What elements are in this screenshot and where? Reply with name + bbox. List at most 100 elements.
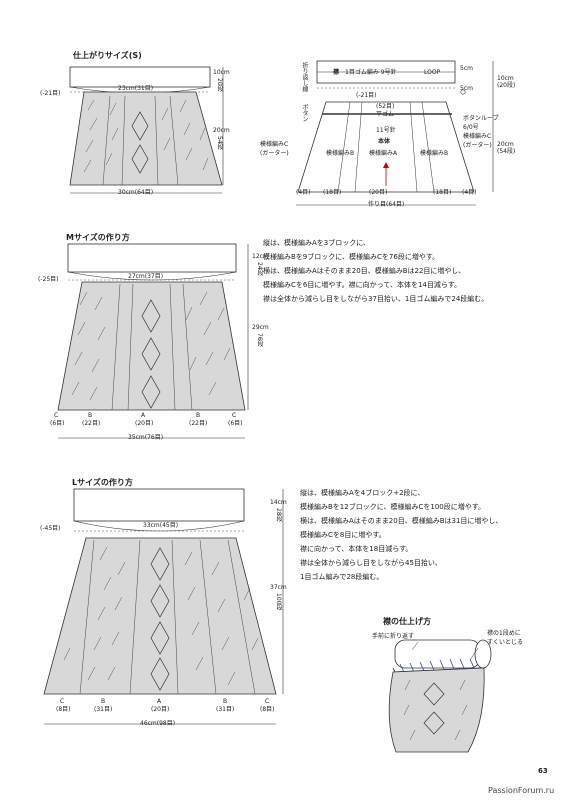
- l-col-letter: B: [101, 698, 106, 705]
- s-body-rows: 54段: [216, 136, 223, 150]
- m-body-rows: 76段: [256, 333, 263, 347]
- l-body-height: 37cm: [270, 584, 287, 591]
- schematic-height-20: 20cm: [497, 141, 514, 148]
- schematic-needle: 11号針: [376, 127, 396, 134]
- schematic-band-label: 襟: [333, 69, 340, 76]
- schematic-elastic: 平ゴム: [376, 111, 395, 118]
- schematic-rows-20: (20段): [497, 82, 516, 89]
- s-top-width: 23cm(31目): [118, 85, 154, 92]
- m-section-title: Mサイズの作り方: [66, 233, 130, 242]
- schematic-rows-54: (54段): [497, 148, 516, 155]
- schematic-button-loop: ボタンループ: [463, 115, 499, 122]
- m-col-letter: C: [232, 412, 237, 419]
- m-note-line: 縦は、模様編みAを3ブロックに、: [263, 239, 371, 247]
- m-decrease-label: (-25目): [38, 276, 59, 283]
- m-skirt-diagram: [57, 243, 249, 439]
- schematic-pattern-a: 模様編みA: [369, 150, 398, 157]
- s-section-title: 仕上がりサイズ(S): [73, 51, 142, 60]
- l-skirt-diagram: [43, 488, 284, 725]
- schematic-pattern-c-left: 模様編みC: [260, 141, 289, 148]
- s-band-rows: 20段: [216, 78, 223, 92]
- m-col-count: (20目): [135, 420, 154, 427]
- m-note-line: 模様編みCを6目に増やす。襟に向かって、本体を14目減らす。: [263, 281, 462, 289]
- l-col-count: (20目): [151, 706, 170, 713]
- finish-title: 襟の仕上げ方: [383, 617, 431, 626]
- s-bottom-width: 30cm(64目): [118, 189, 154, 196]
- schematic-garter-right: (ガーター): [463, 142, 492, 149]
- l-note-line: 模様編みCを8目に増やす。: [300, 531, 386, 539]
- m-band-rows: 24段: [256, 262, 263, 276]
- schematic-height-10: 10cm: [497, 75, 514, 82]
- l-col-letter: A: [157, 698, 162, 705]
- s-decrease-label: (-21目): [40, 90, 61, 97]
- schematic-count-b-left: (18目): [323, 189, 342, 196]
- m-col-letter: A: [141, 412, 146, 419]
- l-col-letter: C: [265, 698, 270, 705]
- l-col-count: (8目): [260, 706, 275, 713]
- l-note-line: 襟に向かって、本体を18目減らす。: [300, 545, 413, 553]
- finish-tip-line-2: すくいとじる: [487, 639, 524, 646]
- collar-finish-illustration: [388, 639, 492, 753]
- schematic-pattern-b-left: 模様編みB: [326, 150, 355, 157]
- l-note-line: 1目ゴム編みで28段編む。: [300, 573, 384, 581]
- schematic-stitches-52: (52目): [376, 103, 395, 110]
- l-note-line: 模様編みBを12ブロックに、模様編みCを100段に増やす。: [300, 503, 486, 511]
- m-col-letter: B: [88, 412, 93, 419]
- m-instructions: 縦は、模様編みAを3ブロックに、 模様編みBを9ブロックに、模様編みCを76段に…: [263, 236, 563, 306]
- m-note-line: 横は、模様編みAはそのまま20目、模様編みBは22目に増やし、: [263, 267, 466, 275]
- schematic-height-5a: 5cm: [460, 65, 473, 72]
- l-bottom-width: 46cm(98目): [140, 720, 176, 727]
- l-section-title: Lサイズの作り方: [72, 478, 133, 487]
- schematic-pattern-c-right: 模様編みC: [463, 133, 492, 140]
- l-col-letter: B: [223, 698, 228, 705]
- schematic-button: ボタン: [301, 104, 308, 122]
- watermark: PassionForum.ru: [488, 786, 555, 795]
- l-col-count: (8目): [56, 706, 71, 713]
- m-col-count: (6目): [228, 420, 243, 427]
- schematic-count-c-right: (4目): [462, 189, 477, 196]
- m-col-count: (22目): [82, 420, 101, 427]
- l-col-count: (31目): [216, 706, 235, 713]
- schematic-fold-line: 折り返し線: [301, 62, 308, 92]
- schematic-height-5b: 5cm: [460, 85, 473, 92]
- schematic-hook-size: 6/0号: [463, 124, 479, 131]
- m-body-height: 29cm: [252, 324, 269, 331]
- l-col-count: (31目): [94, 706, 113, 713]
- m-col-count: (22目): [189, 420, 208, 427]
- l-decrease-label: (-45目): [40, 525, 61, 532]
- l-col-letter: C: [60, 698, 65, 705]
- m-col-letter: C: [54, 412, 59, 419]
- schematic-cast-on: 作り目(64目): [368, 201, 405, 208]
- m-bottom-width: 35cm(76目): [128, 434, 164, 441]
- l-band-height: 14cm: [270, 499, 287, 506]
- schematic-band-rib: 1目ゴム編み 9号針: [345, 69, 397, 76]
- m-note-line: 模様編みBを9ブロックに、模様編みCを76段に増やす。: [263, 253, 440, 261]
- schematic-loop: LOOP: [424, 69, 441, 76]
- l-band-rows: 28段: [275, 508, 282, 522]
- l-note-line: 縦は、模様編みAを4ブロック+2段に、: [300, 489, 425, 497]
- s-schematic: [296, 60, 494, 206]
- m-col-count: (6目): [50, 420, 65, 427]
- schematic-count-a: (20目): [369, 189, 388, 196]
- s-body-height: 20cm: [213, 127, 230, 134]
- s-skirt-diagram: [69, 66, 224, 194]
- s-band-height: 10cm: [213, 69, 230, 76]
- l-note-line: 横は、模様編みAはそのまま20目、模様編みBは31目に増やし、: [300, 517, 503, 525]
- m-col-letter: B: [196, 412, 201, 419]
- finish-fold-note: 手前に折り返す: [372, 633, 415, 640]
- l-instructions: 縦は、模様編みAを4ブロック+2段に、 模様編みBを12ブロックに、模様編みCを…: [300, 486, 562, 584]
- l-note-line: 襟は全体から減らし目をしながら45目拾い、: [300, 559, 442, 567]
- l-top-width: 33cm(45目): [143, 522, 179, 529]
- m-top-width: 27cm(37目): [128, 273, 164, 280]
- m-note-line: 襟は全体から減らし目をしながら37目拾い、1目ゴム編みで24段編む。: [263, 295, 489, 303]
- l-body-rows: 100段: [275, 593, 282, 611]
- finish-tip-line-1: 襟の1段めに: [487, 630, 521, 637]
- schematic-body: 本体: [378, 138, 391, 145]
- m-band-height: 12cm: [252, 253, 269, 260]
- page-number: 63: [538, 767, 548, 775]
- schematic-count-c-left: (4目): [296, 189, 311, 196]
- schematic-count-b-right: (18目): [433, 189, 452, 196]
- schematic-garter-left: (ガーター): [260, 150, 289, 157]
- schematic-pattern-b-right: 模様編みB: [420, 150, 449, 157]
